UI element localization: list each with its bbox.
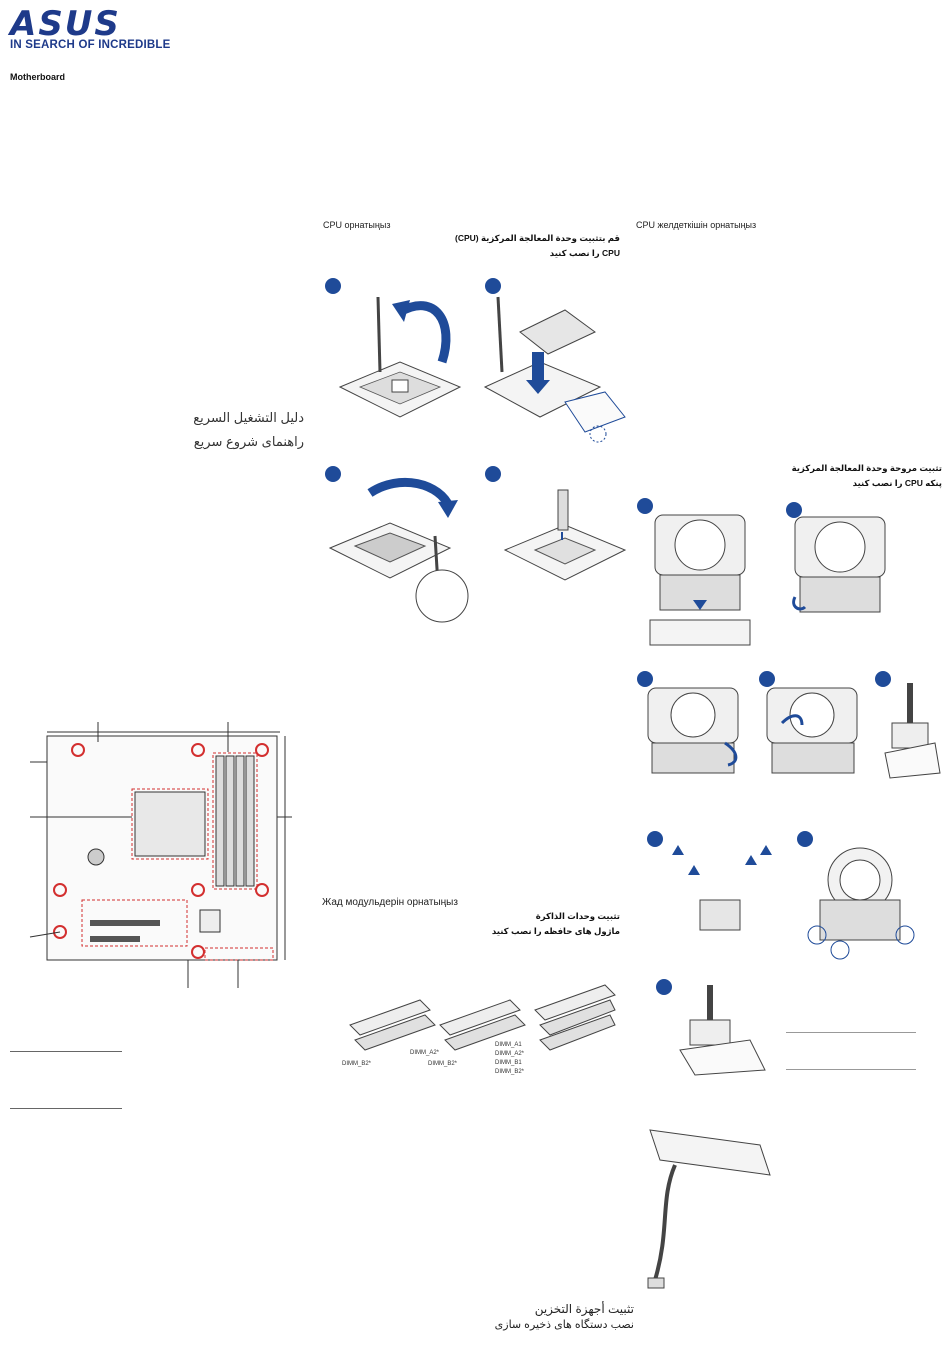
memory-install-kazakh: Жад модульдерін орнатыңыз bbox=[322, 897, 458, 908]
step-marker bbox=[797, 831, 813, 847]
memory-install-arabic: تثبيت وحدات الذاكرة bbox=[535, 911, 620, 921]
memory-modules-illustration: DIMM_B2* DIMM_A2* DIMM_B2* DIMM_A1 DIMM_… bbox=[342, 984, 616, 1075]
product-type: Motherboard bbox=[10, 72, 65, 82]
asus-logo: ASUS bbox=[10, 4, 121, 44]
cooler-backplate-screws-illustration bbox=[672, 845, 772, 931]
motherboard-layout-diagram bbox=[29, 722, 292, 988]
cpu-install-arabic: قم بتثبيت وحدة المعالجة المركزية (CPU) bbox=[454, 233, 620, 243]
storage-install-persian: نصب دستگاه های ذخیره سازی bbox=[494, 1319, 634, 1331]
cpu-fan-connector-illustration bbox=[884, 683, 941, 779]
cpu-placement-illustration bbox=[483, 296, 626, 443]
thermal-paste-illustration bbox=[503, 489, 627, 581]
dimm-label: DIMM_B1 bbox=[495, 1060, 522, 1066]
cpu-cooler-step1-illustration bbox=[649, 514, 751, 646]
cpu-cooler-step4-illustration bbox=[766, 687, 858, 774]
step-marker bbox=[637, 671, 653, 687]
brand-tagline: IN SEARCH OF INCREDIBLE bbox=[10, 39, 171, 51]
blank-line-1 bbox=[10, 1051, 122, 1052]
quick-start-title-arabic: دليل التشغيل السريع bbox=[193, 410, 304, 425]
step-marker bbox=[325, 466, 341, 482]
cpu-install-kazakh: CPU орнатыңыз bbox=[323, 220, 391, 230]
dimm-label: DIMM_B2* bbox=[342, 1061, 372, 1067]
dimm-label: DIMM_B2* bbox=[428, 1061, 458, 1067]
blank-line-4 bbox=[786, 1069, 916, 1070]
step-marker bbox=[637, 498, 653, 514]
step-marker bbox=[325, 278, 341, 294]
storage-install-arabic: تثبيت أجهزة التخزين bbox=[534, 1302, 634, 1316]
dimm-label: DIMM_B2* bbox=[495, 1069, 525, 1075]
step-marker bbox=[875, 671, 891, 687]
dimm-label: DIMM_A2* bbox=[410, 1050, 440, 1056]
step-marker bbox=[485, 466, 501, 482]
blank-line-2 bbox=[10, 1108, 122, 1109]
cooler-install-persian: پنکه CPU را نصب کنید bbox=[852, 478, 942, 488]
cooler-install-arabic: تثبيت مروحة وحدة المعالجة المركزية bbox=[791, 463, 942, 473]
step-marker bbox=[485, 278, 501, 294]
step-marker bbox=[656, 979, 672, 995]
cpu-cooler-step3-illustration bbox=[647, 687, 739, 774]
fan-header-illustration bbox=[679, 985, 766, 1076]
dimm-label: DIMM_A2* bbox=[495, 1051, 525, 1057]
memory-install-persian: ماژول های حافظه را نصب کنید bbox=[491, 926, 620, 936]
cooler-install-kazakh: CPU желдеткішін орнатыңыз bbox=[636, 220, 757, 230]
cpu-install-persian: CPU را نصب کنید bbox=[549, 248, 620, 258]
step-marker bbox=[647, 831, 663, 847]
cpu-socket-lever-close-illustration bbox=[328, 477, 469, 623]
step-marker bbox=[759, 671, 775, 687]
cpu-cooler-step2-illustration bbox=[792, 516, 886, 613]
step-marker bbox=[786, 502, 802, 518]
blank-line-3 bbox=[786, 1032, 916, 1033]
storage-drive-cable-illustration bbox=[647, 1129, 771, 1289]
dimm-label: DIMM_A1 bbox=[495, 1042, 522, 1048]
quick-start-title-persian: راهنمای شروع سریع bbox=[193, 434, 304, 449]
cpu-socket-lever-up-illustration bbox=[338, 296, 462, 418]
cooler-tower-illustration bbox=[807, 847, 915, 960]
